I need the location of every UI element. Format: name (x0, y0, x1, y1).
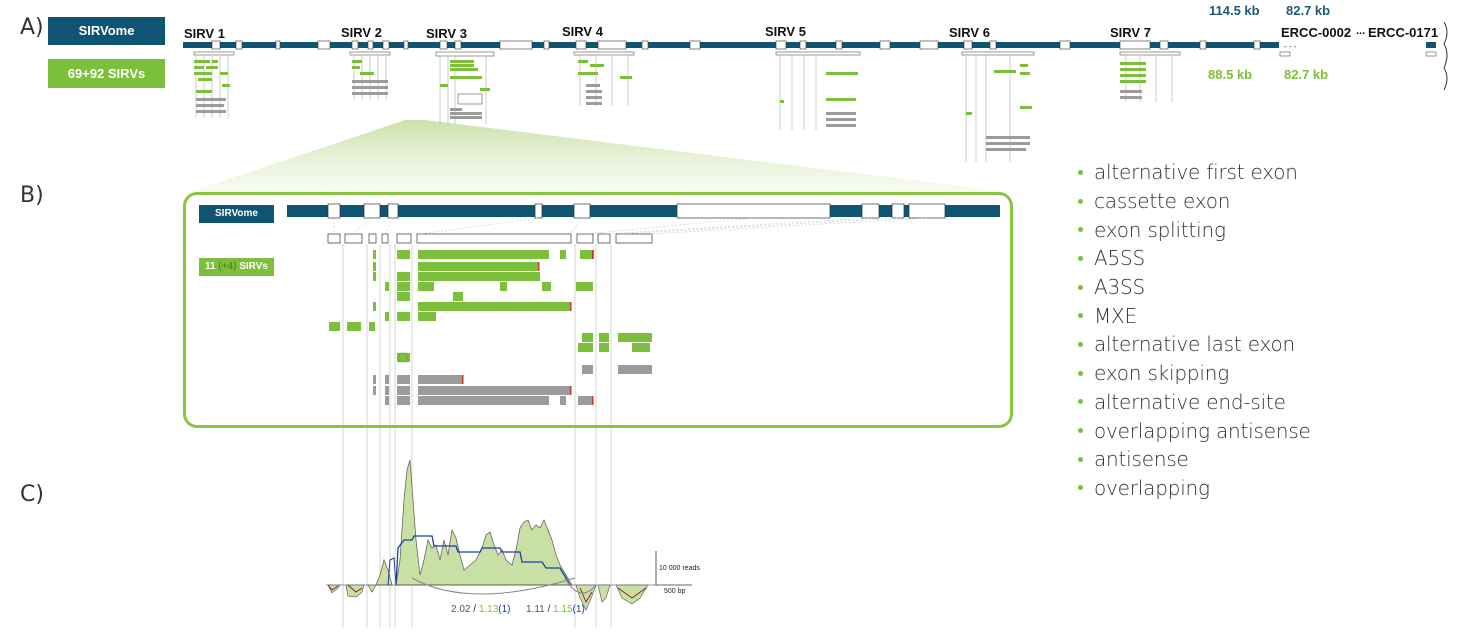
legend-item: exon skipping (1078, 359, 1311, 388)
sirv3-zoom-panel (183, 192, 1013, 428)
panel-label-c: C) (20, 482, 44, 507)
ratio-2-value-a: 1.11 (526, 604, 545, 615)
zoom-sirvs-extra: (+4) (218, 261, 237, 272)
brace-mark (1443, 21, 1448, 91)
bullet-icon (1078, 341, 1083, 347)
bullet-icon (1078, 255, 1083, 261)
legend-item-label: exon skipping (1094, 361, 1230, 386)
zoom-sirvome-badge: SIRVome (199, 205, 274, 223)
legend-item: MXE (1078, 301, 1311, 330)
gene-label-sirv1: SIRV 1 (184, 26, 225, 41)
ercc-label-right: ERCC-0171 (1368, 25, 1439, 40)
legend-item: antisense (1078, 445, 1311, 474)
legend-item: exon splitting (1078, 215, 1311, 244)
zoom-sirvs-count: 11 (205, 261, 216, 272)
legend-item-label: alternative first exon (1094, 160, 1298, 185)
zoom-sirvs-badge: 11 (+4) SIRVs (199, 258, 274, 276)
legend-item-label: overlapping antisense (1094, 418, 1311, 443)
sirvome-badge: SIRVome (48, 17, 165, 45)
sirv3-exon-row (327, 233, 653, 244)
bullet-icon (1078, 198, 1083, 204)
bullet-icon (1078, 456, 1083, 462)
ratio-2-value-b: 1.15 (553, 604, 573, 615)
junction-ratio-2: 1.11 / 1.15(1) (526, 604, 585, 615)
ratio-1-value-c: (1) (498, 604, 511, 615)
legend-item-label: A3SS (1094, 275, 1145, 300)
legend-item: overlapping antisense (1078, 416, 1311, 445)
ratio-2-separator: / (547, 604, 551, 615)
bullet-icon (1078, 370, 1083, 376)
sirv-transcript-tracks (193, 51, 1437, 162)
legend-item: alternative last exon (1078, 330, 1311, 359)
gene-label-sirv3: SIRV 3 (426, 26, 467, 41)
sirvome-genome-bar: - - - (183, 40, 1436, 51)
splicing-feature-list: alternative first exon cassette exon exo… (1078, 158, 1311, 502)
legend-item-label: antisense (1094, 447, 1189, 472)
scale-reads-label: 10 000 reads (659, 565, 700, 572)
gene-label-sirv4: SIRV 4 (562, 24, 603, 39)
svg-text:- - -: - - - (1284, 42, 1297, 51)
panel-label-a: A) (20, 15, 44, 40)
coverage-plot (326, 459, 692, 611)
ratio-1-value-a: 2.02 (451, 604, 471, 615)
bullet-icon (1078, 227, 1083, 233)
bullet-icon (1078, 485, 1083, 491)
bullet-icon (1078, 399, 1083, 405)
gene-label-sirv5: SIRV 5 (765, 24, 806, 39)
legend-item: A3SS (1078, 273, 1311, 302)
zoom-sirvs-suffix: SIRVs (239, 261, 268, 272)
ercc-ellipsis: ... (1356, 25, 1366, 37)
legend-item-label: alternative last exon (1094, 332, 1295, 357)
junction-ratio-1: 2.02 / 1.13(1) (451, 604, 511, 615)
legend-item: cassette exon (1078, 187, 1311, 216)
scale-bp-label: 500 bp (664, 588, 686, 595)
ratio-2-value-c: (1) (572, 604, 585, 615)
legend-item: alternative end-site (1078, 388, 1311, 417)
ratio-1-value-b: 1.13 (478, 604, 499, 615)
legend-item: A5SS (1078, 244, 1311, 273)
legend-item-label: MXE (1094, 303, 1137, 328)
kb-ercc-total: 82.7 kb (1286, 3, 1331, 18)
sirv3-transcripts (329, 250, 652, 405)
kb-ercc-sirvs-total: 82.7 kb (1284, 67, 1329, 82)
bullet-icon (1078, 313, 1083, 319)
bullet-icon (1078, 284, 1083, 290)
legend-item-label: alternative end-site (1094, 389, 1286, 414)
legend-item-label: cassette exon (1094, 189, 1231, 214)
panel-label-b: B) (20, 183, 44, 208)
legend-item-label: overlapping (1094, 475, 1210, 500)
bullet-icon (1078, 169, 1083, 175)
kb-sirvs-total: 88.5 kb (1208, 67, 1253, 82)
zoom-funnel (190, 120, 1010, 192)
legend-item-label: A5SS (1094, 246, 1145, 271)
legend-item: overlapping (1078, 474, 1311, 503)
gene-label-sirv6: SIRV 6 (949, 25, 990, 40)
ratio-1-separator: / (473, 604, 477, 615)
ercc-label-left: ERCC-0002 (1281, 25, 1352, 40)
gene-label-sirv2: SIRV 2 (341, 25, 382, 40)
legend-item: alternative first exon (1078, 158, 1311, 187)
sirvs-count-badge: 69+92 SIRVs (48, 59, 165, 88)
bullet-icon (1078, 428, 1083, 434)
kb-sirvome-total: 114.5 kb (1209, 3, 1260, 18)
gene-label-sirv7: SIRV 7 (1110, 25, 1151, 40)
legend-item-label: exon splitting (1094, 217, 1226, 242)
